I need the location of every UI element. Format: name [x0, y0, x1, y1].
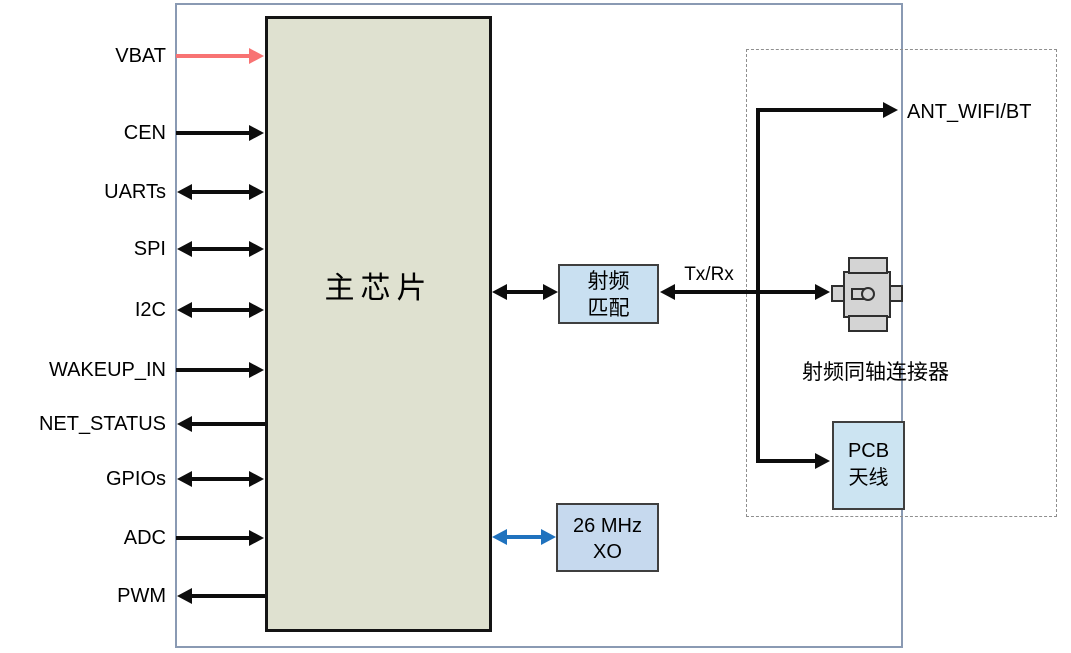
- rf-match-label-line1: 射频: [587, 269, 630, 293]
- xo-label-line1: 26 MHz: [573, 515, 642, 537]
- signal-row-net-status: NET_STATUS: [0, 410, 280, 438]
- ant-branch-line: [756, 108, 885, 112]
- xo-label-line2: XO: [593, 541, 622, 563]
- spi-label: SPI: [133, 238, 166, 260]
- rf-match-block: 射频 匹配: [558, 264, 659, 324]
- cen-arrow-right-icon: [176, 125, 264, 141]
- chip-rf-line: [505, 290, 545, 294]
- chip-rf-arrowhead-left-icon: [492, 284, 507, 300]
- signal-row-cen: CEN: [0, 119, 280, 147]
- net-status-arrow-left-icon: [177, 416, 265, 432]
- ant-wifi-bt-label: ANT_WIFI/BT: [907, 101, 1032, 123]
- signal-row-wakeup-in: WAKEUP_IN: [0, 356, 280, 384]
- coax-pin-circle: [861, 287, 875, 301]
- txrx-arrowhead-right-icon: [815, 284, 830, 300]
- net-status-label: NET_STATUS: [38, 413, 166, 435]
- vbat-label: VBAT: [115, 45, 166, 67]
- i2c-label: I2C: [134, 299, 166, 321]
- rf-coax-connector-label: 射频同轴连接器: [802, 360, 949, 384]
- txrx-line: [673, 290, 817, 294]
- antenna-trunk-line: [756, 108, 760, 463]
- txrx-label: Tx/Rx: [684, 264, 734, 285]
- pcb-antenna-label-line1: PCB: [847, 440, 890, 462]
- ant-branch-arrowhead-icon: [883, 102, 898, 118]
- signal-row-vbat: VBAT: [0, 42, 280, 70]
- coax-tab-left: [831, 285, 845, 302]
- coax-tab-top: [848, 257, 888, 274]
- pcb-antenna-label-line2: 天线: [848, 467, 889, 489]
- coax-tab-right: [889, 285, 903, 302]
- main-chip-label: 主芯片: [324, 272, 433, 305]
- signal-row-gpios: GPIOs: [0, 465, 280, 493]
- signal-row-adc: ADC: [0, 524, 280, 552]
- module-boundary-box: [175, 3, 903, 648]
- signal-row-i2c: I2C: [0, 296, 280, 324]
- pwm-arrow-left-icon: [177, 588, 265, 604]
- xo-arrowhead-left-icon: [492, 529, 507, 545]
- vbat-arrow-right-icon: [176, 48, 264, 64]
- pcb-branch-arrowhead-icon: [815, 453, 830, 469]
- rf-match-label-line2: 匹配: [587, 296, 630, 320]
- gpios-label: GPIOs: [105, 468, 166, 490]
- pwm-label: PWM: [117, 585, 166, 607]
- wakeup-in-arrow-right-icon: [176, 362, 264, 378]
- chip-rf-arrowhead-right-icon: [543, 284, 558, 300]
- signal-row-uarts: UARTs: [0, 178, 280, 206]
- wakeup-in-label: WAKEUP_IN: [48, 359, 166, 381]
- xo-arrowhead-right-icon: [541, 529, 556, 545]
- xo-line: [505, 535, 543, 539]
- pcb-antenna-block: PCB 天线: [832, 421, 905, 510]
- signal-row-spi: SPI: [0, 235, 280, 263]
- adc-label: ADC: [123, 527, 166, 549]
- spi-arrow-both-icon: [177, 241, 264, 257]
- coax-tab-bottom: [848, 315, 888, 332]
- uarts-label: UARTs: [104, 181, 166, 203]
- pcb-branch-line: [756, 459, 817, 463]
- i2c-arrow-both-icon: [177, 302, 264, 318]
- txrx-arrowhead-left-icon: [660, 284, 675, 300]
- xo-block: 26 MHz XO: [556, 503, 659, 572]
- main-chip-block: 主芯片: [265, 16, 492, 632]
- gpios-arrow-both-icon: [177, 471, 264, 487]
- uarts-arrow-both-icon: [177, 184, 264, 200]
- adc-arrow-right-icon: [176, 530, 264, 546]
- signal-row-pwm: PWM: [0, 582, 280, 610]
- cen-label: CEN: [123, 122, 166, 144]
- antenna-section-dashed-box: [746, 49, 1057, 517]
